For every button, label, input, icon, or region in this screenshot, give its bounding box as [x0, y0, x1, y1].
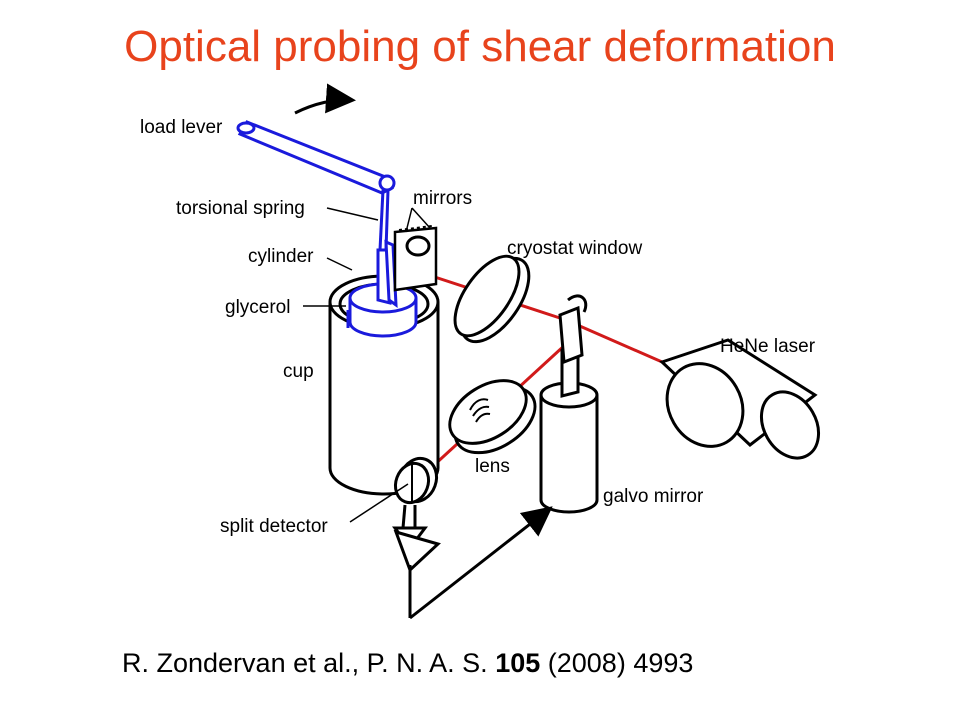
- citation-volume: 105: [495, 648, 541, 678]
- split-detector-label: split detector: [220, 516, 328, 537]
- lens-label: lens: [475, 456, 510, 477]
- mirrors-label: mirrors: [413, 188, 472, 209]
- hene-laser: [659, 338, 821, 460]
- galvo-mirror-label: galvo mirror: [603, 486, 704, 507]
- leader-lines: [303, 207, 431, 523]
- cryostat-window-label: cryostat window: [507, 238, 642, 259]
- glycerol-label: glycerol: [225, 297, 290, 318]
- citation-suffix: (2008) 4993: [540, 648, 694, 678]
- feedback-loop: [408, 506, 553, 620]
- citation: R. Zondervan et al., P. N. A. S. 105 (20…: [122, 648, 693, 679]
- slide-title: Optical probing of shear deformation: [124, 22, 836, 71]
- cylinder-label: cylinder: [248, 246, 314, 267]
- load-lever-label: load lever: [140, 117, 223, 138]
- cryostat-window: [453, 254, 531, 344]
- split-detector: [392, 456, 441, 573]
- mirrors: [393, 225, 438, 292]
- cylinder: [346, 282, 418, 338]
- hene-laser-label: HeNe laser: [720, 336, 816, 357]
- citation-prefix: R. Zondervan et al., P. N. A. S.: [122, 648, 496, 678]
- torsional-spring-label: torsional spring: [176, 198, 305, 219]
- rotation-arrow: [294, 83, 356, 115]
- cup-label: cup: [283, 361, 314, 382]
- load-lever: [236, 120, 398, 309]
- lens: [448, 379, 537, 455]
- galvo-mirror: [539, 294, 599, 514]
